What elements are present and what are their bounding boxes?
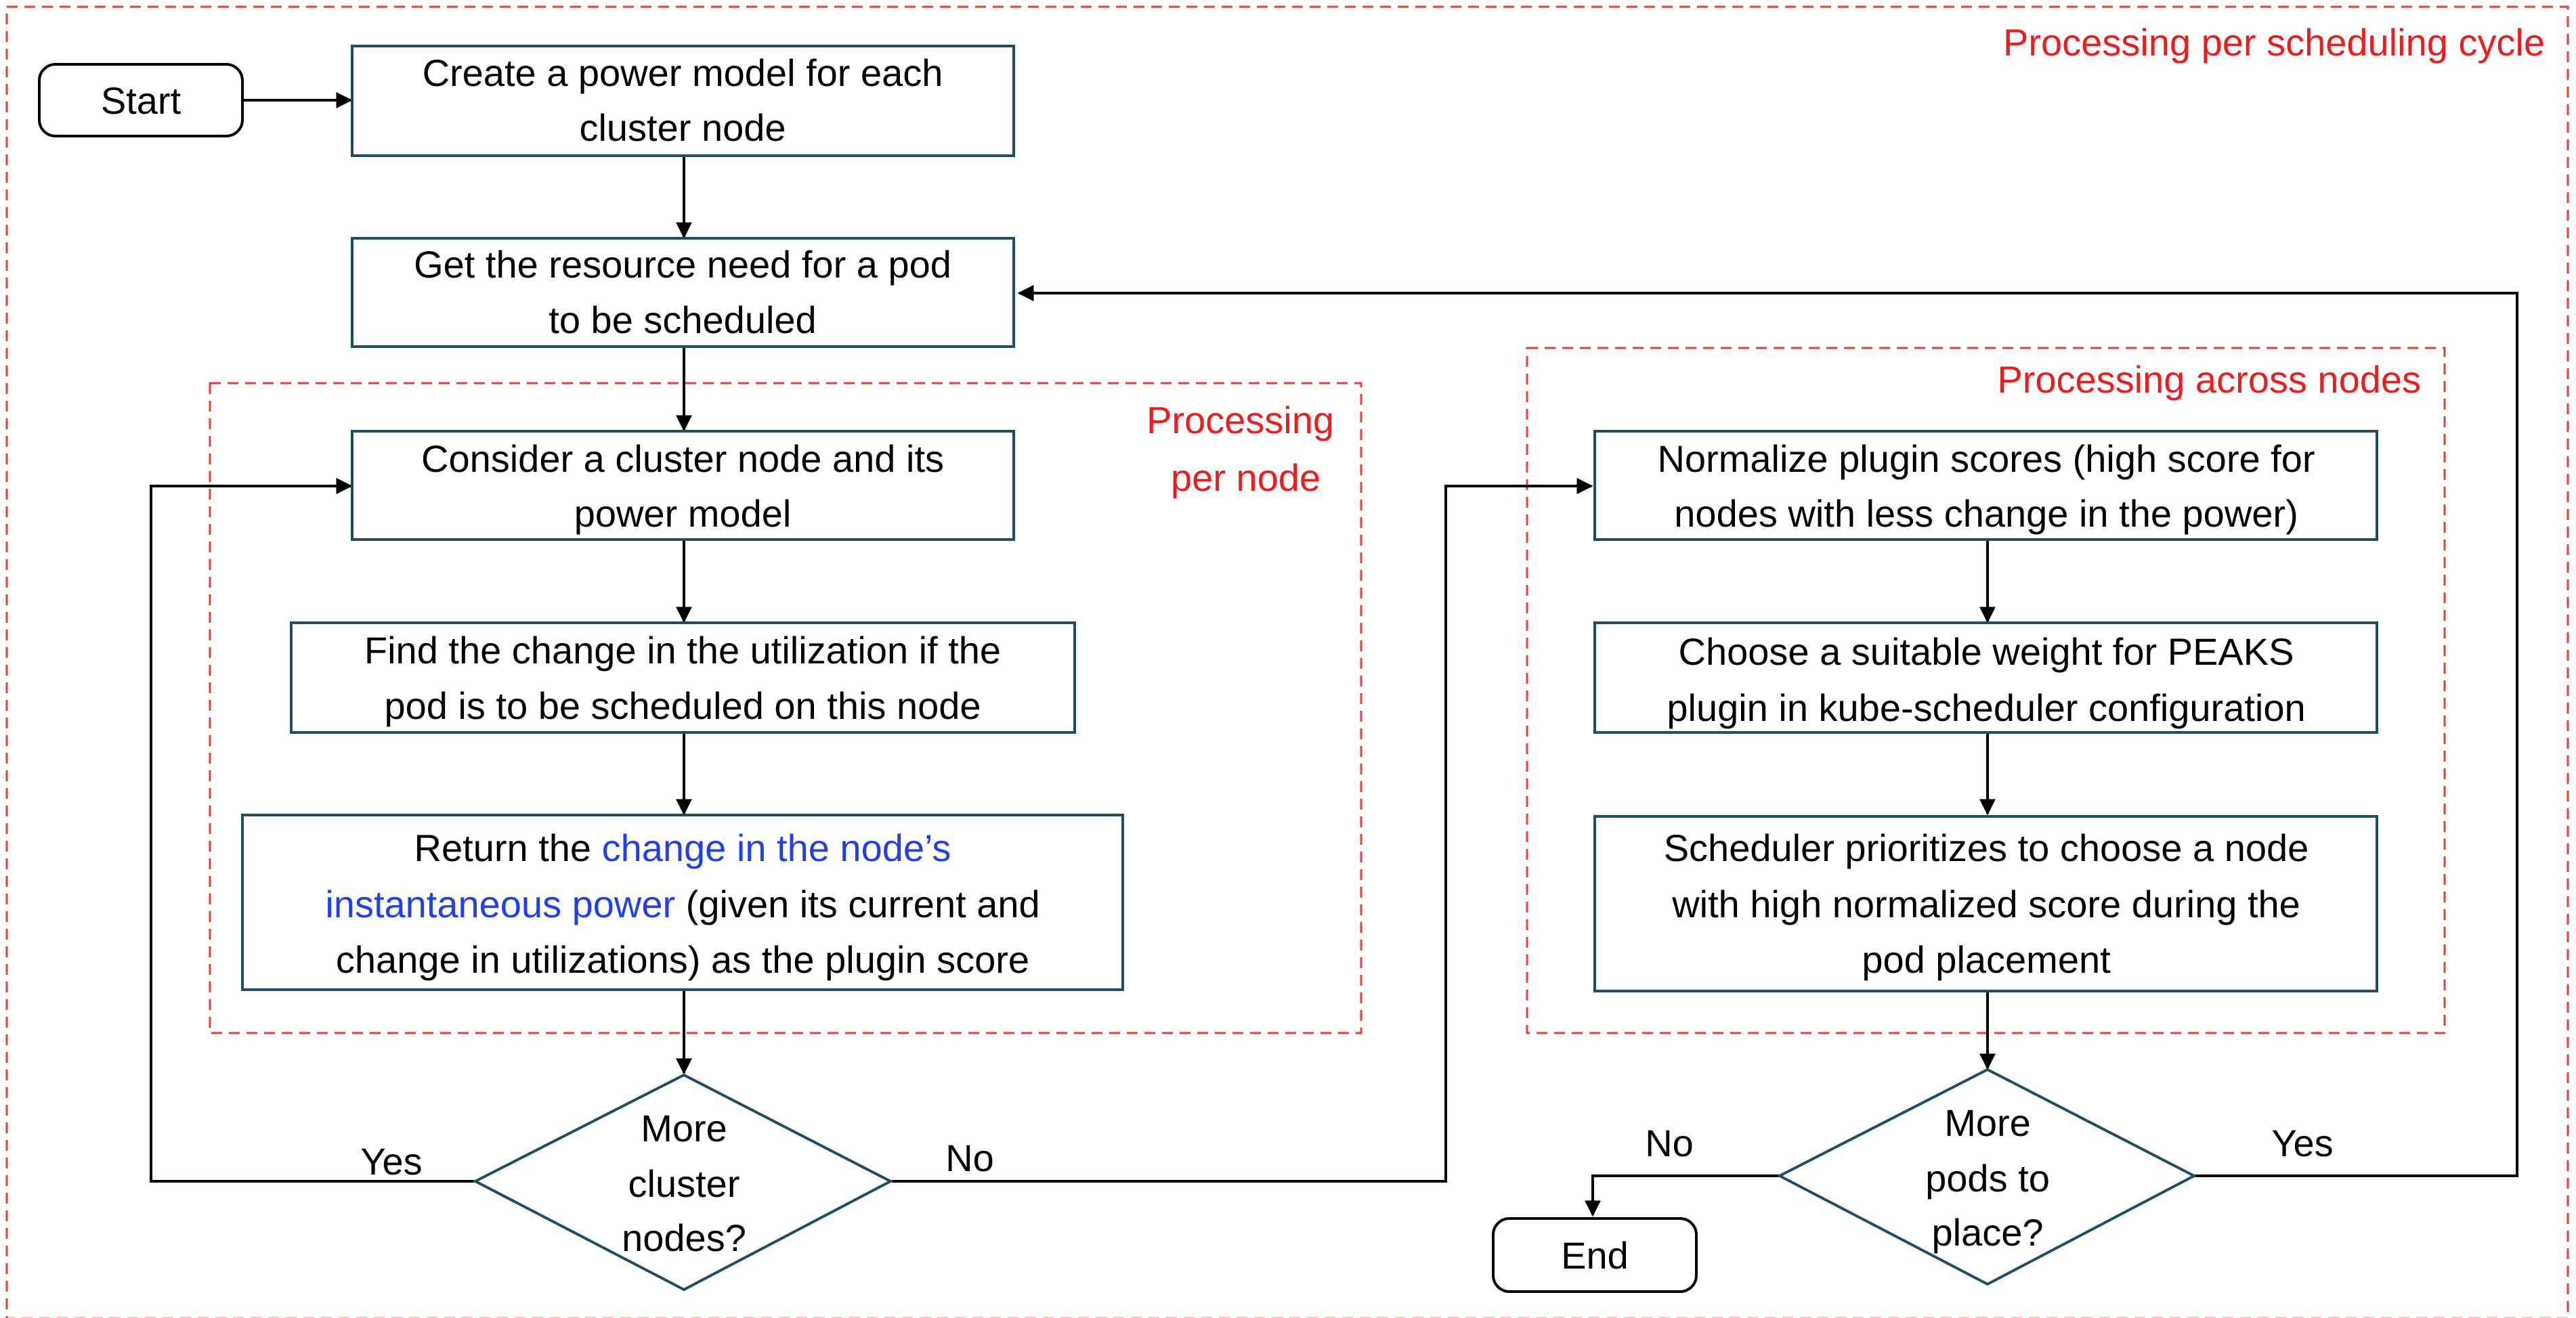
edge-more-nodes-no bbox=[892, 478, 1593, 1183]
normalize-line2: nodes with less change in the power) bbox=[1674, 492, 2298, 535]
return-score-line3: change in utilizations) as the plugin sc… bbox=[336, 938, 1029, 981]
choose-weight-box: Choose a suitable weight for PEAKS plugi… bbox=[1593, 621, 2378, 734]
region-across-nodes bbox=[1526, 347, 2446, 1034]
find-change-box: Find the change in the utilization if th… bbox=[290, 621, 1076, 734]
more-nodes-decision: More cluster nodes? bbox=[472, 1073, 894, 1292]
more-nodes-line3: nodes? bbox=[622, 1216, 746, 1259]
edge-more-nodes-yes bbox=[150, 478, 474, 1183]
edge-label-more-pods-yes: Yes bbox=[2271, 1122, 2333, 1164]
more-pods-line2: pods to bbox=[1925, 1157, 2050, 1200]
return-score-line1-highlight: change in the node’s bbox=[602, 827, 951, 869]
more-nodes-line1: More bbox=[641, 1107, 727, 1149]
region-label-per-node-line1: Processing bbox=[1146, 399, 1334, 441]
create-power-model-line2: cluster node bbox=[579, 106, 786, 149]
create-power-model-line1: Create a power model for each bbox=[423, 51, 943, 94]
find-change-line1: Find the change in the utilization if th… bbox=[364, 629, 1001, 672]
end-label: End bbox=[1561, 1234, 1629, 1277]
create-power-model-box: Create a power model for each cluster no… bbox=[351, 45, 1015, 157]
edges bbox=[150, 92, 2518, 1217]
region-label-across-nodes: Processing across nodes bbox=[1997, 358, 2421, 401]
more-pods-decision: More pods to place? bbox=[1776, 1068, 2197, 1286]
consider-node-line1: Consider a cluster node and its bbox=[421, 437, 944, 480]
region-per-node bbox=[209, 382, 1362, 1034]
edge-label-more-nodes-yes: Yes bbox=[360, 1140, 422, 1183]
prioritize-line3: pod placement bbox=[1862, 938, 2111, 981]
prioritize-line1: Scheduler prioritizes to choose a node bbox=[1664, 827, 2309, 869]
normalize-line1: Normalize plugin scores (high score for bbox=[1657, 437, 2315, 480]
edge-more-pods-no bbox=[1585, 1174, 1780, 1217]
prioritize-line2: with high normalized score during the bbox=[1671, 883, 2300, 925]
end-terminal: End bbox=[1492, 1217, 1698, 1293]
return-score-line1-text: Return the bbox=[414, 827, 602, 869]
choose-weight-line2: plugin in kube-scheduler configuration bbox=[1667, 686, 2305, 729]
get-resource-need-box: Get the resource need for a pod to be sc… bbox=[351, 237, 1015, 348]
edge-label-more-pods-no: No bbox=[1645, 1122, 1694, 1164]
choose-weight-line1: Choose a suitable weight for PEAKS bbox=[1679, 630, 2294, 673]
consider-node-line2: power model bbox=[574, 492, 792, 535]
return-score-line1: Return the change in the node’s bbox=[414, 827, 951, 869]
get-resource-need-line1: Get the resource need for a pod bbox=[414, 243, 951, 286]
get-resource-need-line2: to be scheduled bbox=[549, 299, 816, 341]
edge-label-more-nodes-no: No bbox=[945, 1137, 994, 1179]
more-nodes-line2: cluster bbox=[628, 1162, 740, 1205]
start-label: Start bbox=[101, 79, 181, 122]
prioritize-box: Scheduler prioritizes to choose a node w… bbox=[1593, 815, 2378, 992]
return-score-line2: instantaneous power (given its current a… bbox=[325, 883, 1039, 925]
find-change-line2: pod is to be scheduled on this node bbox=[384, 684, 981, 727]
more-pods-line3: place? bbox=[1931, 1211, 2043, 1254]
normalize-box: Normalize plugin scores (high score for … bbox=[1593, 430, 2378, 541]
return-score-line2-highlight: instantaneous power bbox=[325, 883, 675, 925]
return-score-box: Return the change in the node’s instanta… bbox=[241, 814, 1124, 991]
return-score-line2-text: (given its current and bbox=[675, 883, 1039, 925]
region-label-per-node-line2: per node bbox=[1171, 456, 1321, 499]
start-terminal: Start bbox=[38, 63, 244, 137]
consider-node-box: Consider a cluster node and its power mo… bbox=[351, 430, 1015, 541]
more-pods-line1: More bbox=[1944, 1101, 2031, 1144]
region-label-scheduling-cycle: Processing per scheduling cycle bbox=[2003, 21, 2545, 64]
edge-more-pods-yes bbox=[1017, 285, 2518, 1177]
